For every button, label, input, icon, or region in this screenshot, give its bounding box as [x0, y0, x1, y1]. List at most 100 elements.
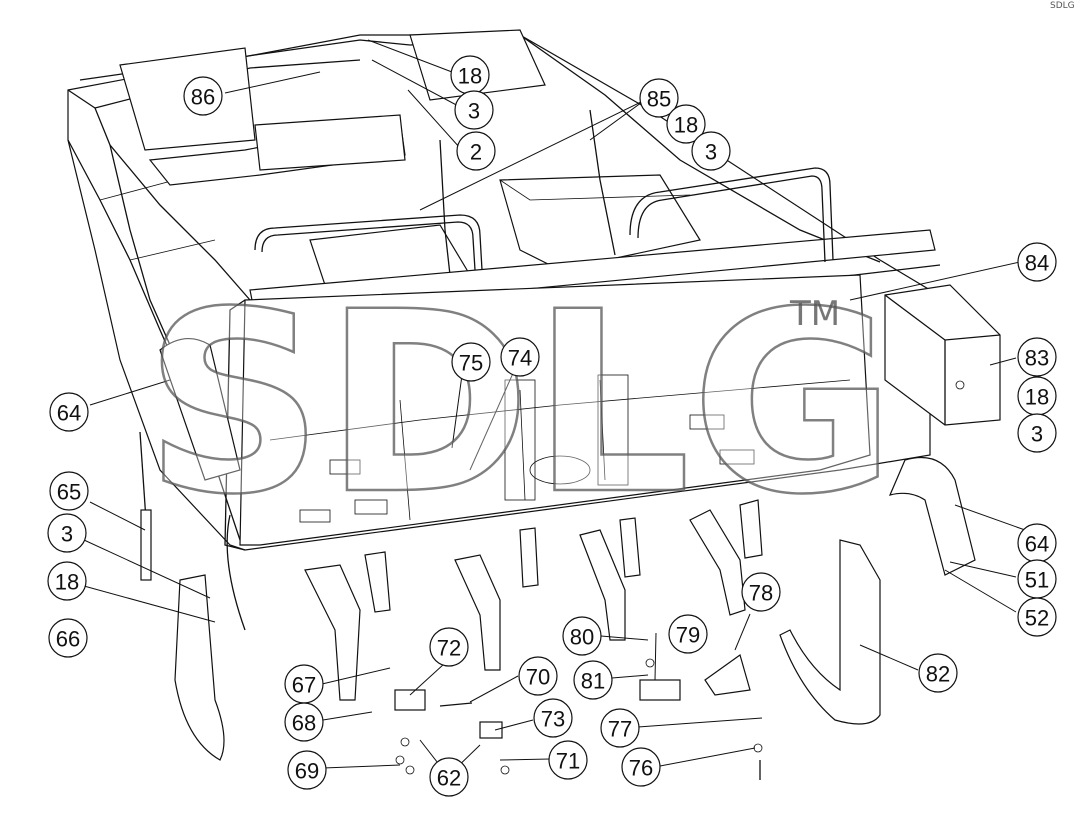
callout-circle	[1017, 337, 1057, 377]
callout-70: 70	[518, 656, 558, 696]
callout-label: 74	[508, 346, 532, 371]
handrail-left	[254, 214, 483, 271]
callout-68: 68	[284, 702, 324, 742]
callout-circle	[1017, 242, 1057, 282]
watermark-trademark: TM	[789, 294, 840, 334]
callout-label: 64	[1025, 532, 1049, 557]
callout-3: 3	[47, 513, 87, 553]
callout-circle	[49, 392, 89, 432]
callout-67: 67	[284, 664, 324, 704]
callout-circle	[287, 750, 327, 790]
callout-circle	[918, 653, 958, 693]
corner-mark: SDLG	[1050, 1, 1075, 11]
callout-label: 66	[56, 627, 80, 652]
callout-label: 70	[526, 665, 550, 690]
callout-label: 65	[57, 480, 81, 505]
callout-18: 18	[47, 561, 87, 601]
callout-18: 18	[666, 104, 706, 144]
callout-label: 52	[1025, 606, 1049, 631]
callout-circle	[284, 702, 324, 742]
callout-label: 85	[647, 87, 671, 112]
hydraulic-tank	[499, 174, 701, 271]
callout-circle	[1017, 597, 1057, 637]
callout-circle	[47, 513, 87, 553]
callout-circle	[49, 471, 89, 511]
callout-label: 3	[468, 99, 480, 124]
callout-76: 76	[621, 747, 661, 787]
callout-label: 51	[1025, 568, 1049, 593]
callout-label: 78	[749, 581, 773, 606]
callout-circle	[1017, 413, 1057, 453]
callout-label: 71	[556, 749, 580, 774]
watermark-logo: SDLG TM	[143, 257, 898, 551]
callout-label: 18	[458, 64, 482, 89]
callout-3: 3	[454, 90, 494, 130]
gas-strut-65	[139, 431, 152, 581]
handrail-right	[629, 167, 834, 261]
callout-circle	[183, 76, 223, 116]
front-lower-panel	[239, 274, 871, 546]
callout-69: 69	[287, 750, 327, 790]
callout-circle	[533, 698, 573, 738]
callout-label: 62	[437, 766, 461, 791]
callout-85: 85	[639, 78, 679, 118]
callout-label: 68	[292, 711, 316, 736]
callout-label: 72	[437, 636, 461, 661]
callout-circle	[741, 572, 781, 612]
callout-3: 3	[691, 131, 731, 171]
callout-label: 3	[705, 140, 717, 165]
callout-52: 52	[1017, 597, 1057, 637]
callout-label: 3	[61, 522, 73, 547]
callout-circle	[454, 90, 494, 130]
callout-82: 82	[918, 653, 958, 693]
callout-75: 75	[451, 342, 491, 382]
callout-label: 86	[191, 85, 215, 110]
callout-circle	[639, 78, 679, 118]
callout-circle	[668, 614, 708, 654]
callout-circle	[562, 616, 602, 656]
callout-label: 80	[570, 625, 594, 650]
callout-51: 51	[1017, 559, 1057, 599]
callout-label: 76	[629, 756, 653, 781]
callout-86: 86	[183, 76, 223, 116]
callout-3: 3	[1017, 413, 1057, 453]
callout-66: 66	[48, 618, 88, 658]
callout-77: 77	[600, 708, 640, 748]
lower-brackets	[304, 499, 763, 701]
callout-circle	[600, 708, 640, 748]
callout-79: 79	[668, 614, 708, 654]
callout-label: 73	[541, 707, 565, 732]
callout-label: 18	[1025, 385, 1049, 410]
callout-label: 18	[674, 113, 698, 138]
callout-circle	[47, 561, 87, 601]
callout-label: 79	[676, 623, 700, 648]
callout-84: 84	[1017, 242, 1057, 282]
callout-label: 75	[459, 351, 483, 376]
fender-82	[779, 539, 881, 725]
callout-2: 2	[456, 131, 496, 171]
callout-label: 67	[292, 673, 316, 698]
callout-label: 3	[1031, 422, 1043, 447]
fender-left-64	[159, 338, 241, 481]
callout-64: 64	[49, 392, 89, 432]
fender-66	[174, 574, 225, 761]
callout-78: 78	[741, 572, 781, 612]
callout-81: 81	[573, 660, 613, 700]
callout-circle	[451, 342, 491, 382]
callout-circle	[573, 660, 613, 700]
fender-right-64	[888, 456, 976, 576]
watermark-text: SDLG	[144, 258, 896, 549]
callout-73: 73	[533, 698, 573, 738]
callout-71: 71	[548, 740, 588, 780]
callout-circle	[621, 747, 661, 787]
hardware-pieces	[394, 654, 763, 780]
callout-74: 74	[500, 337, 540, 377]
callout-label: 64	[57, 401, 81, 426]
callout-circle	[48, 618, 88, 658]
callout-circle	[518, 656, 558, 696]
callout-circle	[500, 337, 540, 377]
battery-box-83	[884, 284, 1001, 426]
callout-label: 83	[1025, 346, 1049, 371]
